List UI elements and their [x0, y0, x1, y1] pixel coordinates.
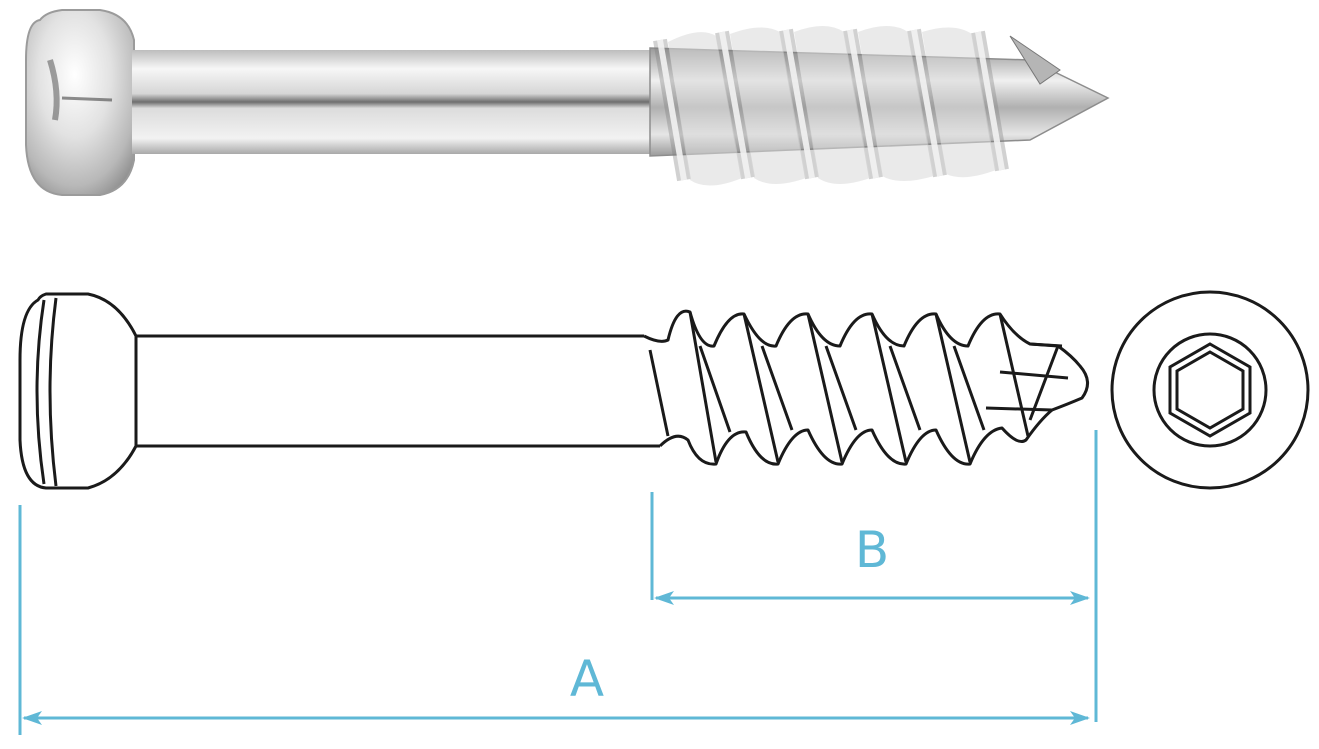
screw-line-shaft	[136, 334, 660, 448]
dimension-label-a: A	[569, 650, 605, 708]
dimension-lines	[18, 430, 1098, 735]
end-view-outer-circle	[1110, 290, 1310, 490]
screw-line-head	[18, 292, 138, 490]
screw-photo-shaft	[132, 50, 652, 154]
end-view-inner-circle	[1152, 332, 1268, 448]
screw-line-drawing	[18, 292, 1089, 490]
hexagon-socket-icon	[1168, 342, 1252, 438]
screw-photo	[25, 9, 1110, 196]
screw-photo-thread	[649, 26, 1110, 186]
screw-line-thread	[643, 309, 1089, 466]
screw-photo-head	[25, 9, 135, 196]
screw-end-view	[1110, 290, 1310, 490]
dimension-label-b: B	[854, 521, 890, 579]
